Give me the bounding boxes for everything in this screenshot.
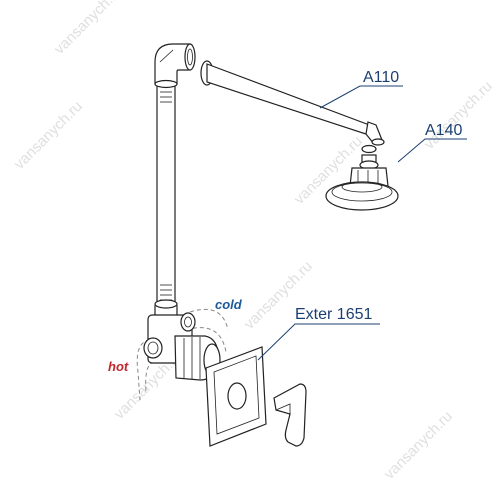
- label-cold: cold: [215, 297, 243, 312]
- label-exter: Exter 1651: [257, 306, 380, 361]
- label-a140: A140: [397, 122, 467, 163]
- lever-handle: [273, 383, 307, 447]
- label-a110-text: A110: [363, 69, 399, 86]
- label-hot: hot: [108, 359, 129, 374]
- label-a140-text: A140: [425, 122, 462, 139]
- riser-pipe: [156, 84, 176, 304]
- label-exter-text: Exter 1651: [295, 306, 372, 323]
- watermark-1: vansanych.ru: [51, 0, 126, 58]
- elbow-fitting: [154, 43, 196, 89]
- shower-arm: [200, 60, 385, 146]
- cover-plate: [205, 346, 267, 447]
- watermark-6: vansanych.ru: [381, 408, 456, 483]
- watermark-4: vansanych.ru: [421, 78, 496, 153]
- shower-head: [325, 144, 399, 211]
- label-a110: A110: [319, 69, 403, 109]
- watermark-3: vansanych.ru: [11, 98, 86, 173]
